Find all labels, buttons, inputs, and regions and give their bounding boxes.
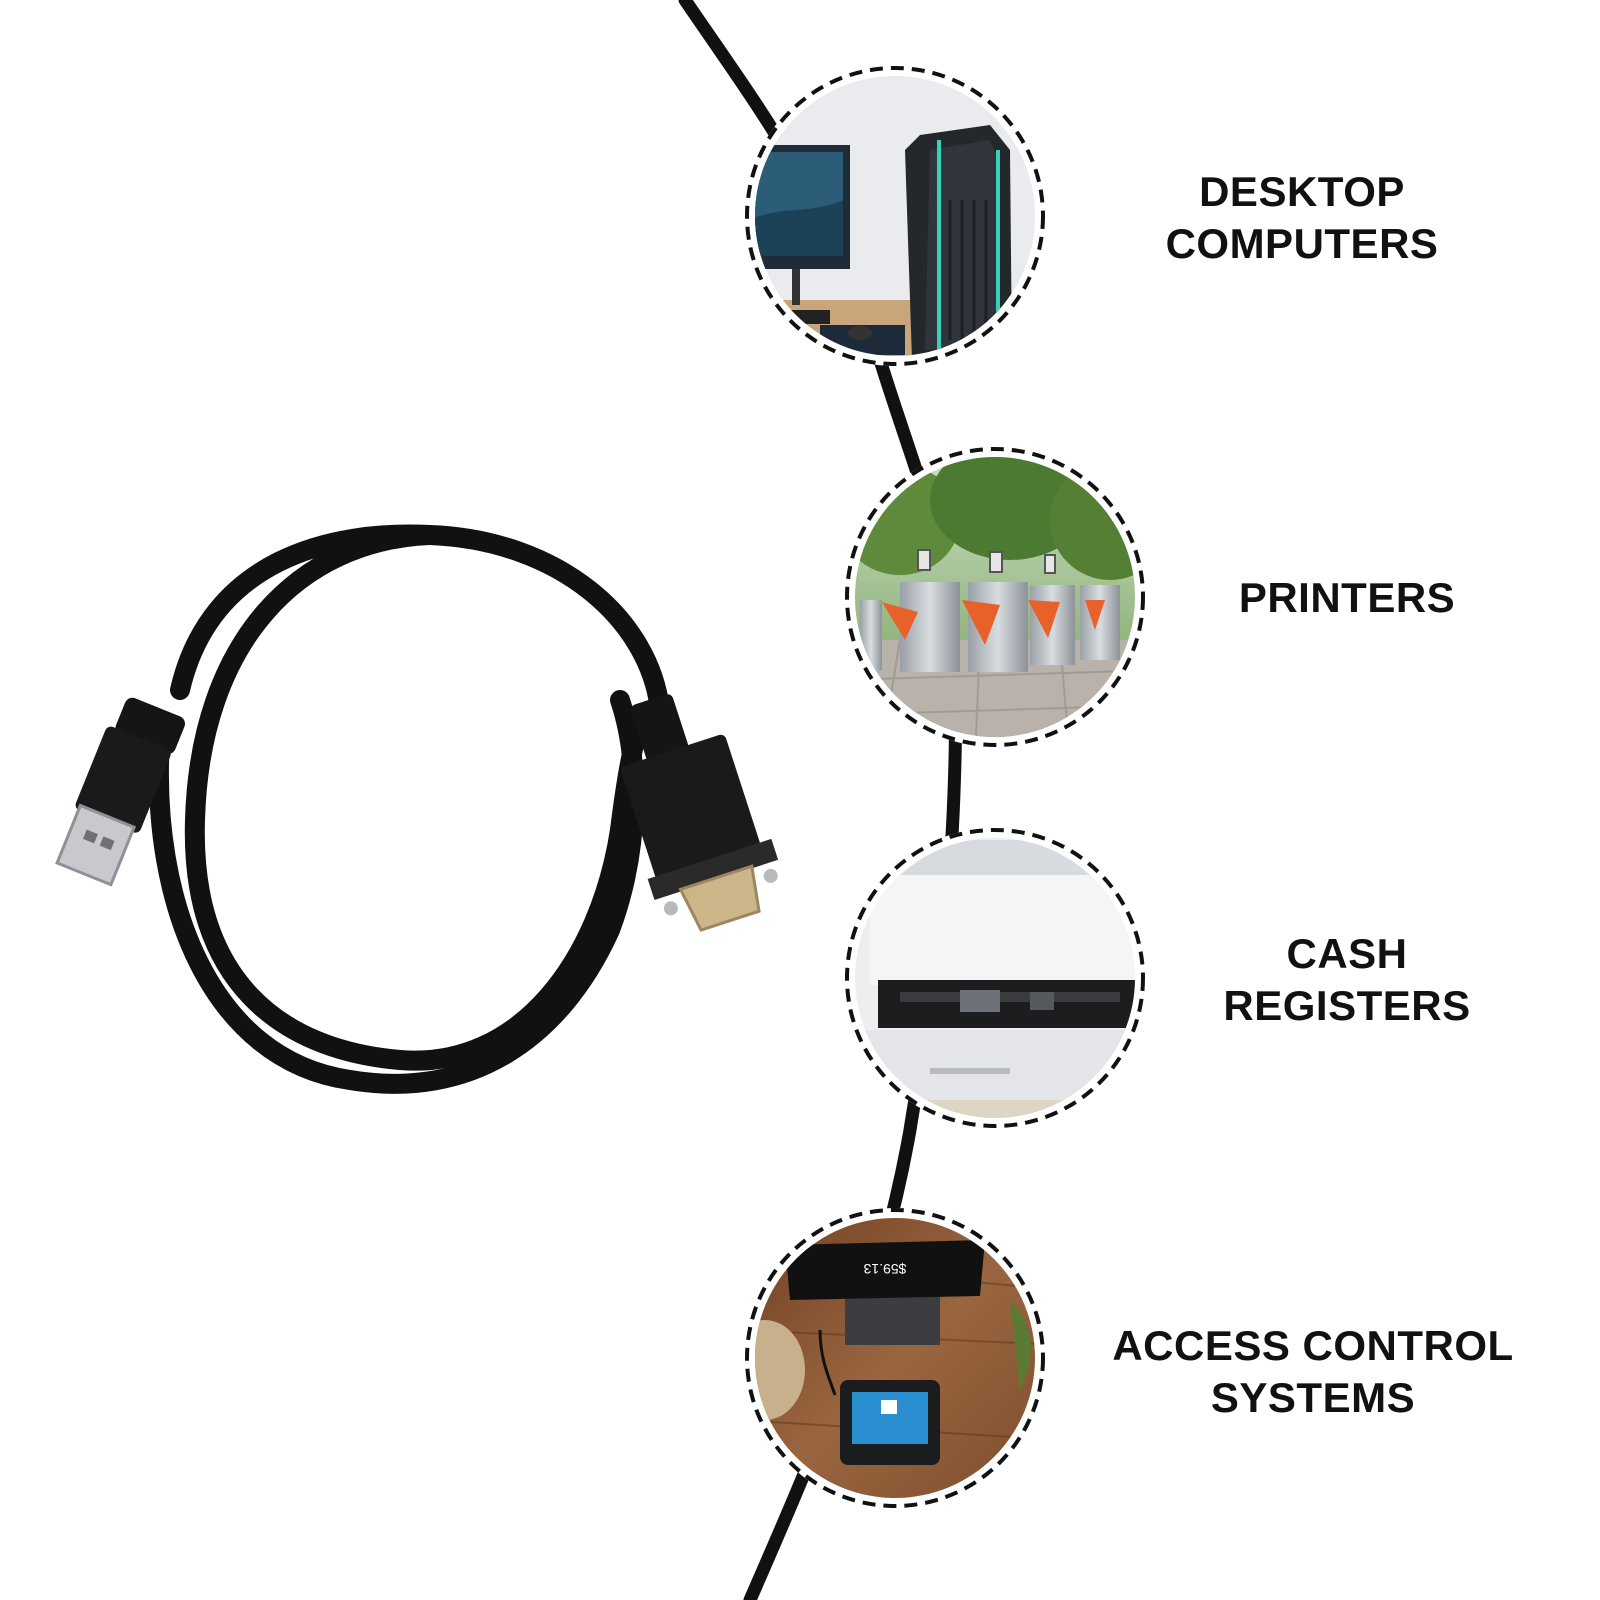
- label-access-control-systems: ACCESS CONTROL SYSTEMS: [1112, 1322, 1514, 1421]
- printer-slot-photo: [845, 828, 1145, 1128]
- usb-plug-body: [75, 726, 171, 833]
- terminal-amount: $59.13: [863, 1261, 906, 1277]
- turnstile-gates-photo: [845, 447, 1145, 747]
- label-desktop-computers: DESKTOP COMPUTERS: [1165, 168, 1439, 267]
- usb-serial-cable: [55, 524, 779, 1094]
- db9-connector-body: [621, 734, 760, 880]
- payment-terminal-photo: $59.13: [745, 1208, 1045, 1508]
- label-cash-registers: CASH REGISTERS: [1223, 930, 1471, 1029]
- usb-plug-metal: [55, 803, 137, 887]
- desktop-computer-photo: [745, 66, 1045, 366]
- db9-strain-relief: [630, 694, 689, 762]
- label-printers: PRINTERS: [1238, 574, 1456, 621]
- db9-metal-shell: [678, 864, 761, 932]
